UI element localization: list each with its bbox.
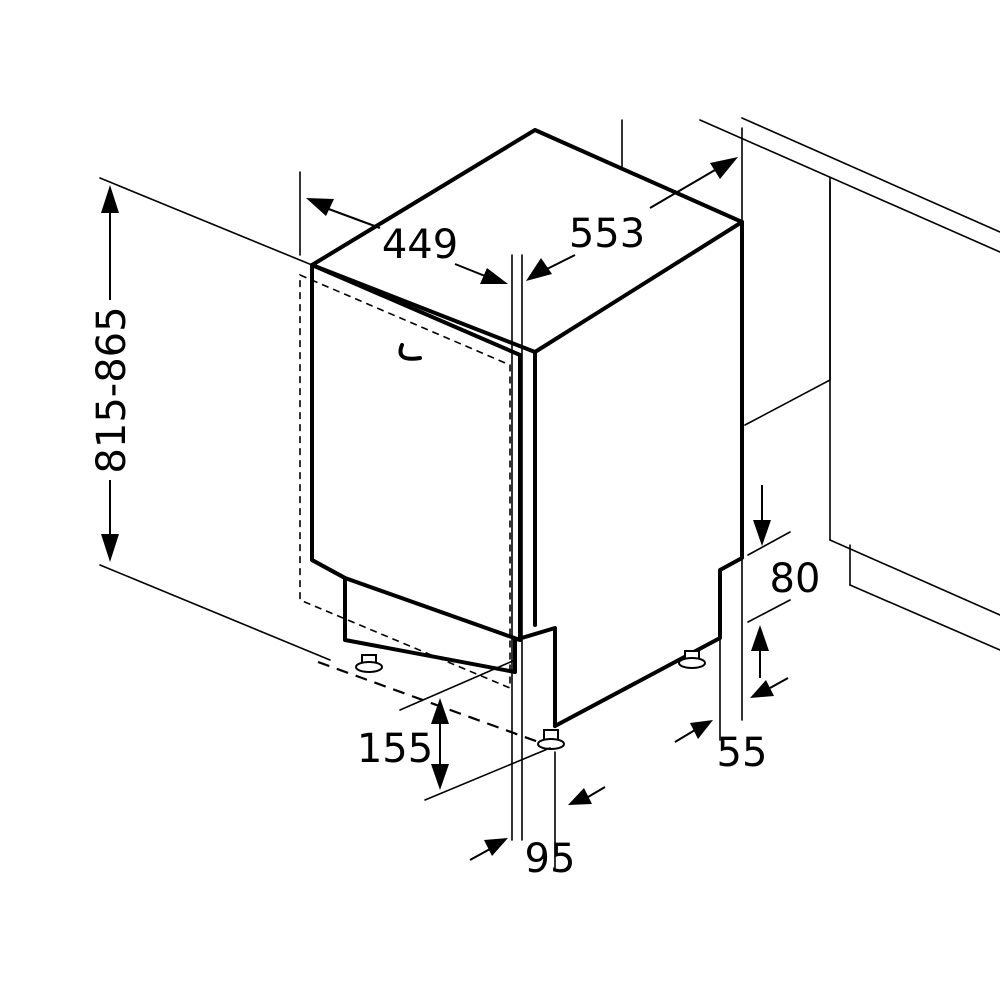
plinth-depth-dimension: 95 [469, 751, 606, 882]
foot-height-dimension: 55 [674, 625, 789, 776]
door-handle-icon [398, 343, 422, 361]
toe-kick-label: 80 [770, 556, 821, 602]
height-range-label: 815-865 [89, 306, 135, 473]
depth-label: 553 [569, 211, 645, 257]
height-dimension: 815-865 [89, 177, 331, 661]
width-dimension: 449 [299, 171, 513, 841]
door-panel-outline [299, 273, 556, 750]
plinth-depth-label: 95 [525, 836, 576, 882]
depth-dimension: 553 [521, 119, 743, 841]
plinth-height-label: 155 [357, 726, 433, 772]
foot-height-label: 55 [717, 730, 768, 776]
dishwasher-body [310, 128, 744, 728]
width-label: 449 [382, 222, 458, 268]
toe-kick-dimension: 80 [741, 485, 821, 721]
plinth-height-dimension: 155 [357, 659, 551, 801]
adjacent-cabinet [699, 117, 1000, 651]
adjustable-foot-icon [355, 650, 706, 750]
